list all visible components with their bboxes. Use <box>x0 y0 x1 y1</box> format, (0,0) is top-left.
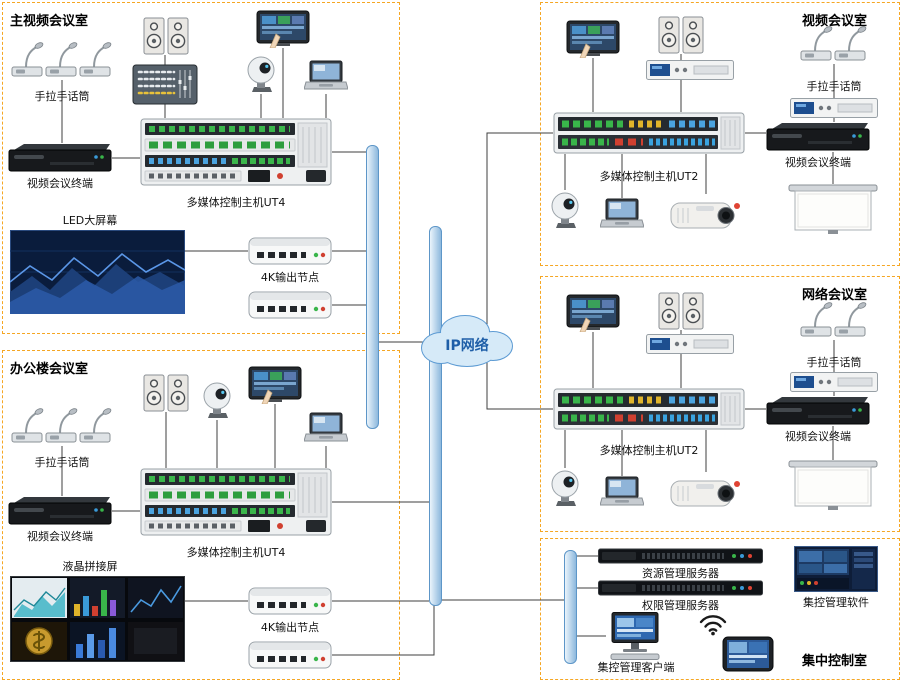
touch-panel <box>248 366 302 404</box>
speakers <box>658 292 704 330</box>
led-screen <box>10 230 185 314</box>
laptop <box>600 476 644 510</box>
host-label: 多媒体控制主机UT2 <box>599 170 699 183</box>
mic-processor <box>790 372 878 392</box>
terminal-label: 视频会议终端 <box>785 430 851 443</box>
terminal-label: 视频会议终端 <box>785 156 851 169</box>
auth-server-label: 权限管理服务器 <box>642 599 719 612</box>
ptz-camera-icon <box>240 54 282 94</box>
projection-screen <box>788 184 878 236</box>
room-office <box>2 350 400 680</box>
room-title-video: 视频会议室 <box>801 14 867 29</box>
lcd-wall-label: 液晶拼接屏 <box>62 560 118 573</box>
audio-mixer <box>132 60 198 106</box>
video-terminal <box>766 396 870 426</box>
conference-mics <box>799 24 869 64</box>
mic-label: 手拉手话筒 <box>806 356 862 369</box>
led-screen-label: LED大屏幕 <box>62 214 118 227</box>
projection-screen <box>788 460 878 512</box>
management-client-pc <box>606 612 664 660</box>
client-label: 集控管理客户端 <box>597 661 675 674</box>
mic-label: 手拉手话筒 <box>806 80 862 93</box>
power-amplifier <box>646 60 734 80</box>
4k-output-node-1 <box>248 586 332 616</box>
laptop <box>304 60 348 94</box>
control-host-ut4 <box>140 118 332 186</box>
ptz-camera-icon <box>544 468 586 508</box>
mic-label: 手拉手话筒 <box>34 90 90 103</box>
terminal-label: 视频会议终端 <box>27 177 93 190</box>
touch-panel <box>566 294 620 332</box>
room-title-office: 办公楼会议室 <box>10 362 89 377</box>
wires-control-room <box>575 555 606 637</box>
conference-mics <box>10 406 114 446</box>
cloud-label: IP网络 <box>445 337 488 354</box>
video-terminal <box>8 143 112 173</box>
touch-panel <box>566 20 620 58</box>
ptz-camera-icon <box>196 380 238 420</box>
network-bus-bar-center <box>429 226 442 606</box>
room-title-control: 集中控制室 <box>801 654 867 669</box>
wifi-icon <box>698 612 728 636</box>
touch-panel <box>256 10 310 48</box>
video-terminal <box>8 496 112 526</box>
mic-processor <box>790 98 878 118</box>
wires-office-room <box>61 404 435 656</box>
management-software-screenshot <box>794 546 878 592</box>
control-host-ut2 <box>553 388 745 430</box>
speakers <box>143 17 189 55</box>
network-bus-bar-control <box>564 550 577 664</box>
conference-mics <box>10 40 114 80</box>
projector <box>670 472 742 512</box>
speakers <box>143 374 189 412</box>
ptz-camera-icon <box>544 190 586 230</box>
control-host-ut4 <box>140 468 332 536</box>
room-title-main: 主视频会议室 <box>10 14 89 29</box>
resource-server <box>598 548 763 564</box>
auth-server <box>598 580 763 596</box>
terminal-label: 视频会议终端 <box>27 530 93 543</box>
4k-output-node-2 <box>248 640 332 670</box>
4k-output-node-2 <box>248 290 332 320</box>
ip-network-cloud: IP网络 <box>421 315 513 367</box>
laptop <box>600 198 644 232</box>
host-label: 多媒体控制主机UT4 <box>186 196 286 209</box>
room-title-network: 网络会议室 <box>801 288 867 303</box>
wires-network-room <box>564 330 835 476</box>
conference-mics <box>799 300 869 340</box>
power-amplifier <box>646 334 734 354</box>
speakers <box>658 16 704 54</box>
host-label: 多媒体控制主机UT4 <box>186 546 286 559</box>
room-main-video <box>2 2 400 334</box>
mic-label: 手拉手话筒 <box>34 456 90 469</box>
software-label: 集控管理软件 <box>803 596 869 609</box>
host-label: 多媒体控制主机UT2 <box>599 444 699 457</box>
laptop <box>304 412 348 446</box>
control-host-ut2 <box>553 112 745 154</box>
lcd-video-wall <box>10 576 185 662</box>
network-bus-bar-left <box>366 145 379 429</box>
4k-output-node-1 <box>248 236 332 266</box>
projector <box>670 194 742 234</box>
wires-video-room <box>564 54 835 198</box>
4k-node-label: 4K输出节点 <box>260 271 320 284</box>
4k-node-label: 4K输出节点 <box>260 621 320 634</box>
resource-server-label: 资源管理服务器 <box>642 567 719 580</box>
video-terminal <box>766 122 870 152</box>
